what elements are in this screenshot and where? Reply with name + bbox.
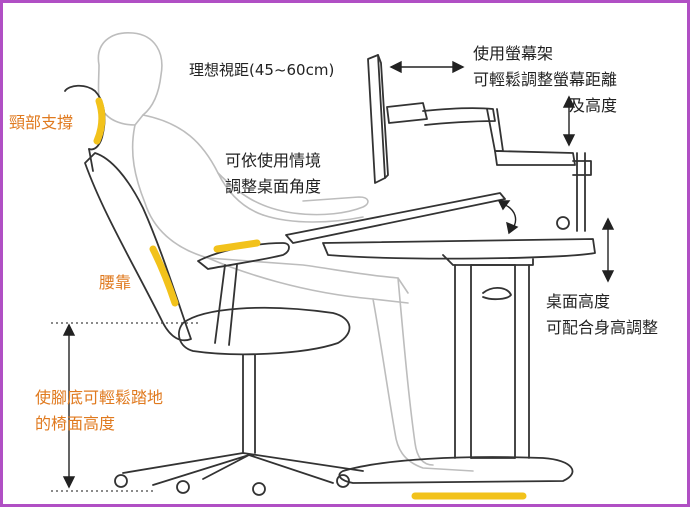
seat-height-label: 使腳底可輕鬆踏地 的椅面高度 [35,385,163,437]
monitor-assembly [367,54,592,232]
neck-support-highlight [93,97,106,145]
neck-support-label: 頸部支撐 [9,113,74,132]
tilted-desktop [285,192,506,244]
reference-dotted-lines [51,322,199,492]
chair-gas-lift [242,354,256,454]
person-head [97,32,163,126]
chair-caster-2 [176,480,190,494]
person-torso [131,124,409,294]
seated-person-figure [97,32,474,472]
desk-height-label-line-2: 可配合身高調整 [546,318,659,337]
forearm-support-highlight [213,239,261,253]
lumbar-highlight [149,245,179,307]
dimension-arrows [62,60,615,489]
chair-seat [178,306,351,356]
person-lower-leg [397,277,434,466]
monitor-mount [386,102,428,124]
monitor-back [377,54,389,179]
monitor-pole [576,152,586,232]
monitor-arm-label-line-3: 及高度 [569,96,618,115]
monitor-arm-label: 使用螢幕架 可輕鬆調整螢幕距離 及高度 [473,41,617,119]
monitor-arm-label-line-1: 使用螢幕架 [473,44,554,63]
desk-height-label: 桌面高度 可配合身高調整 [546,289,658,341]
viewing-distance-label: 理想視距(45~60cm) [189,61,335,79]
desk-top [322,238,596,260]
desk-tilt-label-line-1: 可依使用情境 [225,151,322,170]
highlights [93,97,527,500]
monitor-pole-cap [572,160,592,176]
desk-column-handle [482,287,512,301]
desk-knob [556,216,570,230]
person-forearm [262,214,364,223]
chair-backrest [84,152,192,342]
desk-column [454,264,530,459]
person-thigh [207,257,409,304]
chair-caster-4 [336,474,350,488]
chair-headrest-stem [88,148,94,172]
monitor-arm-lower [494,150,576,166]
desk-height-label-line-1: 桌面高度 [546,292,611,311]
lumbar-label: 腰靠 [99,273,132,292]
monitor-arm-label-line-2: 可輕鬆調整螢幕距離 [473,70,618,89]
seat-height-label-line-1: 使腳底可輕鬆踏地 [35,388,164,407]
adjustable-desk [285,192,596,484]
ergonomic-illustration [51,32,615,500]
seat-height-label-line-2: 的椅面高度 [35,414,116,433]
desk-tilt-label: 可依使用情境 調整桌面角度 [225,148,321,200]
chair-armrest-support [214,264,238,346]
person-arm [217,172,369,216]
monitor-arm-upper [422,107,496,126]
desk-frame [442,254,534,266]
chair-base [122,452,364,486]
desk-column-cover [470,264,516,459]
desk-foot [338,456,574,484]
chair-caster-1 [114,474,128,488]
office-chair [64,84,364,496]
desk-tilt-label-line-2: 調整桌面角度 [225,177,322,196]
chair-caster-3 [252,482,266,496]
person-lower-leg-back [372,298,474,472]
